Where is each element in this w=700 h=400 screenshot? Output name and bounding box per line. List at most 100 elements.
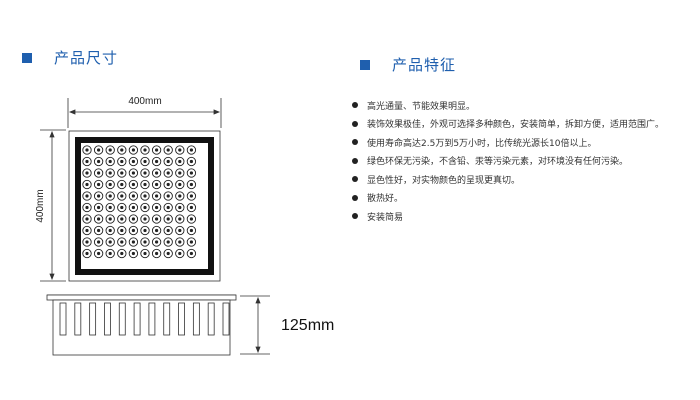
led-chip — [131, 205, 135, 210]
heatsink-fin — [163, 302, 171, 336]
led-chip — [85, 217, 89, 221]
led-chip — [131, 251, 135, 256]
led-chip — [166, 240, 170, 244]
led-chip — [120, 217, 124, 221]
led-chip — [155, 182, 159, 187]
heatsink-fin — [207, 302, 215, 336]
feature-text: 安装简易 — [367, 212, 404, 223]
led-chip — [155, 194, 159, 198]
feature-text: 使用寿命高达2.5万到5万小时，比传统光源长10倍以上。 — [367, 138, 597, 149]
led-chip — [143, 194, 147, 198]
led-chip — [178, 182, 182, 187]
led-chip — [155, 228, 159, 233]
led-chip — [97, 148, 101, 152]
panel-front-view — [68, 130, 221, 282]
led-chip — [131, 228, 135, 233]
led-chip — [108, 171, 112, 175]
led-chip — [131, 194, 135, 198]
led-chip — [120, 251, 124, 256]
led-chip — [155, 240, 159, 244]
led-chip — [97, 228, 101, 233]
bullet-icon — [352, 176, 358, 183]
led-chip — [166, 205, 170, 210]
blue-square-icon — [360, 59, 370, 70]
led-chip — [85, 240, 89, 244]
led-chip — [120, 148, 124, 152]
led-chip — [131, 171, 135, 175]
led-chip — [178, 148, 182, 152]
feature-item: 显色性好，对实物颜色的呈现更真切。 — [352, 170, 664, 189]
led-chip — [178, 205, 182, 210]
size-section-title: 产品尺寸 — [22, 47, 118, 68]
led-chip — [108, 194, 112, 198]
led-chip — [108, 205, 112, 210]
led-chip — [108, 217, 112, 221]
led-chip — [131, 217, 135, 221]
led-chip — [189, 182, 193, 187]
led-chip — [108, 251, 112, 256]
led-chip — [178, 251, 182, 256]
feature-item: 装饰效果极佳，外观可选择多种颜色，安装简单，拆卸方便，适用范围广。 — [352, 115, 664, 134]
led-chip — [131, 182, 135, 187]
led-grid — [82, 145, 197, 259]
bullet-icon — [352, 139, 358, 146]
height-label: 400mm — [35, 189, 46, 222]
width-dimension — [67, 98, 222, 128]
led-chip — [120, 171, 124, 175]
feature-text: 绿色环保无污染，不含铅、汞等污染元素，对环境没有任何污染。 — [367, 157, 629, 168]
led-chip — [97, 182, 101, 187]
led-chip — [85, 171, 89, 175]
led-chip — [120, 240, 124, 244]
led-chip — [166, 171, 170, 175]
led-chip — [131, 159, 135, 164]
feature-item: 散热好。 — [352, 189, 664, 208]
led-chip — [155, 205, 159, 210]
feature-item: 高光通量、节能效果明显。 — [352, 96, 664, 115]
feature-item: 绿色环保无污染，不含铅、汞等污染元素，对环境没有任何污染。 — [352, 152, 664, 171]
height-dimension — [40, 129, 66, 282]
width-label: 400mm — [128, 96, 161, 107]
led-chip — [97, 240, 101, 244]
led-chip — [131, 240, 135, 244]
heatsink-fin — [133, 302, 141, 336]
heatsink-fin — [222, 302, 230, 336]
led-chip — [143, 171, 147, 175]
bullet-icon — [352, 213, 358, 220]
led-chip — [97, 217, 101, 221]
led-chip — [97, 159, 101, 164]
led-chip — [189, 159, 193, 164]
led-chip — [155, 251, 159, 256]
heatsink-fin — [178, 302, 185, 336]
feature-text: 显色性好，对实物颜色的呈现更真切。 — [367, 175, 521, 186]
led-chip — [85, 228, 89, 233]
led-chip — [189, 148, 193, 152]
led-chip — [120, 159, 124, 164]
bullet-icon — [352, 102, 358, 109]
led-chip — [120, 228, 124, 233]
heatsink-fin — [74, 302, 82, 336]
depth-label: 125mm — [281, 317, 334, 334]
heatsink-fin — [104, 302, 111, 336]
led-chip — [155, 217, 159, 221]
bullet-icon — [352, 194, 358, 201]
feature-text: 散热好。 — [367, 194, 404, 205]
led-chip — [189, 228, 193, 233]
led-chip — [97, 171, 101, 175]
led-chip — [166, 228, 170, 233]
led-chip — [108, 228, 112, 233]
led-chip — [166, 251, 170, 256]
led-chip — [166, 217, 170, 221]
led-chip — [155, 171, 159, 175]
led-chip — [178, 228, 182, 233]
led-chip — [108, 148, 112, 152]
size-section-label: 产品尺寸 — [54, 49, 119, 67]
led-chip — [178, 240, 182, 244]
led-chip — [166, 194, 170, 198]
led-chip — [166, 148, 170, 152]
heatsink-side-view — [46, 294, 237, 356]
led-chip — [120, 194, 124, 198]
led-chip — [131, 148, 135, 152]
feature-text: 高光通量、节能效果明显。 — [367, 101, 476, 112]
led-chip — [85, 205, 89, 210]
